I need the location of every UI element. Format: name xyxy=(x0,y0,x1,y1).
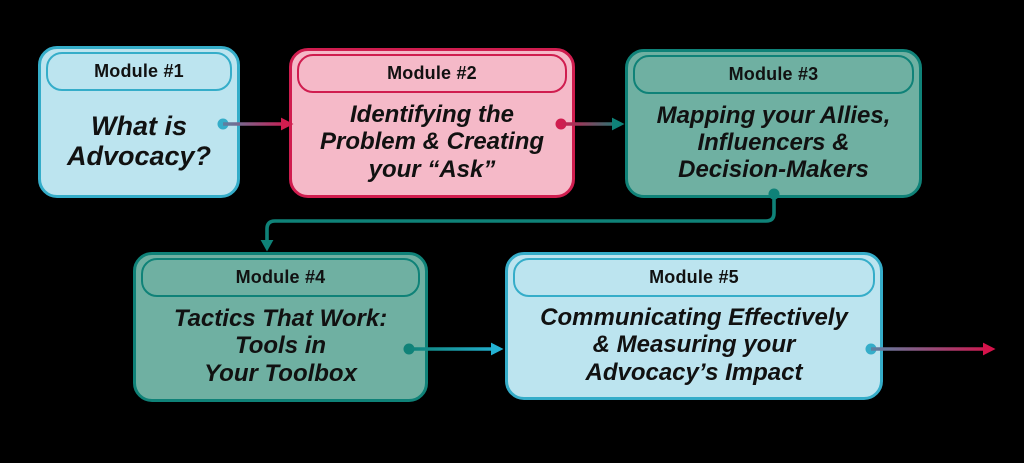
module-5-body-text: Communicating Effectively & Measuring yo… xyxy=(540,304,848,386)
module-3-card: Module #3 Mapping your Allies, Influence… xyxy=(625,49,922,198)
module-1-title: Module #1 xyxy=(94,61,184,81)
module-1-body-text: What is Advocacy? xyxy=(66,110,212,172)
connector-2-arrowhead xyxy=(612,117,625,131)
module-2-header: Module #2 xyxy=(297,54,567,93)
module-4-title: Module #4 xyxy=(235,267,326,287)
module-3-header: Module #3 xyxy=(633,55,914,94)
module-2-body-text: Identifying the Problem & Creating your … xyxy=(319,101,545,183)
module-4-body-text: Tactics That Work: Tools in Your Toolbox xyxy=(173,305,388,387)
module-4-header: Module #4 xyxy=(141,258,420,297)
connector-3-line xyxy=(265,194,776,241)
module-1-header: Module #1 xyxy=(46,52,232,91)
connector-module5-next xyxy=(865,342,996,356)
module-1-card: Module #1 What is Advocacy? xyxy=(38,46,240,198)
connector-4-arrowhead xyxy=(491,342,504,356)
connector-3-arrowhead xyxy=(260,240,274,252)
module-2-title: Module #2 xyxy=(387,63,477,83)
module-5-title: Module #5 xyxy=(649,267,739,287)
connector-5-arrowhead xyxy=(983,342,996,356)
module-3-body-text: Mapping your Allies, Influencers & Decis… xyxy=(656,101,891,184)
module-2-card: Module #2 Identifying the Problem & Crea… xyxy=(289,48,575,198)
module-5-header: Module #5 xyxy=(513,258,875,297)
module-4-card: Module #4 Tactics That Work: Tools in Yo… xyxy=(133,252,428,402)
module-3-title: Module #3 xyxy=(728,64,819,84)
module-5-card: Module #5 Communicating Effectively & Me… xyxy=(505,252,883,400)
